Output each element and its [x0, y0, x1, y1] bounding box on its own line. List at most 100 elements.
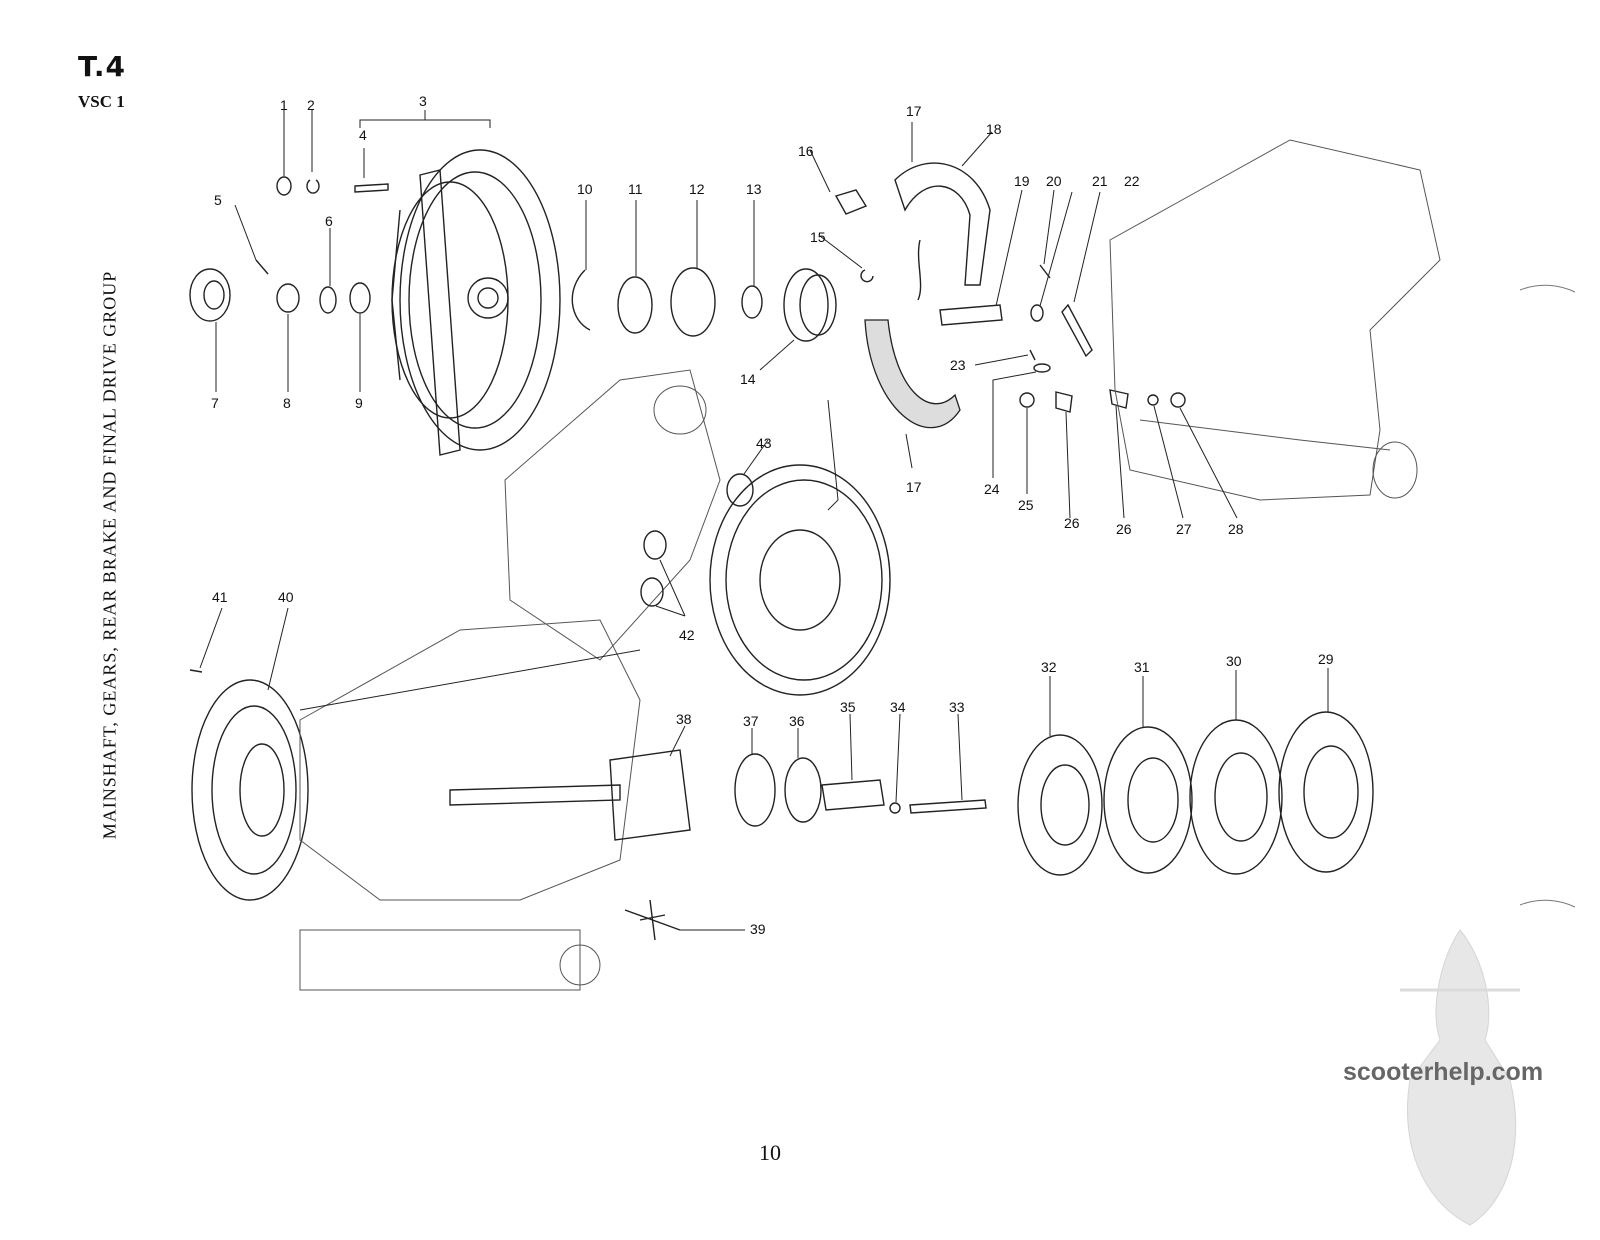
page-number: 10 — [759, 1140, 781, 1165]
bolt-25 — [1019, 392, 1035, 408]
part-label: 8 — [283, 395, 291, 411]
crankcase-outline-lower — [299, 619, 641, 991]
part-label: 39 — [750, 921, 766, 937]
mainshaft-38 — [449, 749, 691, 841]
part-label: 40 — [278, 589, 294, 605]
part-label: 37 — [743, 713, 759, 729]
punch-hole-mark — [1519, 284, 1576, 293]
brake-drum-hub — [391, 149, 561, 456]
screw-41 — [189, 669, 203, 673]
part-label: 10 — [577, 181, 593, 197]
part-label: 35 — [840, 699, 856, 715]
part-label: 19 — [1014, 173, 1030, 189]
circlip-15 — [860, 269, 874, 283]
part-label: 3 — [419, 93, 427, 109]
part-label: 34 — [890, 699, 906, 715]
nut-28 — [1170, 392, 1186, 408]
washer-2 — [306, 179, 320, 194]
part-label: 15 — [810, 229, 826, 245]
seal-42a — [643, 530, 667, 560]
part-label: 36 — [789, 713, 805, 729]
bush-35 — [821, 779, 885, 811]
gear-32 — [1017, 734, 1103, 876]
leader-lines — [199, 110, 1329, 931]
bearing-14 — [783, 268, 837, 342]
stud-4 — [354, 183, 389, 193]
part-label: 16 — [798, 143, 814, 159]
part-label: 24 — [984, 481, 1000, 497]
model-code: VSC 1 — [78, 92, 125, 111]
watermark-text: scooterhelp.com — [1343, 1058, 1544, 1086]
washer-6 — [319, 286, 337, 314]
part-label: 1 — [280, 97, 288, 113]
ring-37 — [734, 753, 776, 827]
part-label: 21 — [1092, 173, 1108, 189]
part-label: 26 — [1116, 521, 1132, 537]
washer-34 — [889, 802, 901, 814]
spacer-13 — [741, 285, 763, 319]
part-label: 29 — [1318, 651, 1334, 667]
part-label: 2 — [307, 97, 315, 113]
part-label: 20 — [1046, 173, 1062, 189]
gear-31 — [1103, 726, 1193, 874]
part-label: 26 — [1064, 515, 1080, 531]
gear-29 — [1278, 711, 1374, 873]
crown-wheel-40 — [191, 679, 309, 901]
part-label: 23 — [950, 357, 966, 373]
washer-27 — [1147, 394, 1159, 406]
part-label: 33 — [949, 699, 965, 715]
part-label: 27 — [1176, 521, 1192, 537]
crankcase-outline-upper — [1109, 139, 1441, 501]
part-label: 12 — [689, 181, 705, 197]
part-label: 5 — [214, 192, 222, 208]
gear-30 — [1189, 719, 1283, 875]
ring-36 — [784, 757, 822, 823]
part-number-labels: 1 2 3 4 5 6 7 8 9 10 11 12 13 14 15 16 1… — [211, 93, 1334, 937]
clip-16 — [834, 189, 868, 215]
washer-21 — [1030, 304, 1044, 322]
part-label: 6 — [325, 213, 333, 229]
part-label: 13 — [746, 181, 762, 197]
ring-nut-12 — [670, 267, 716, 337]
circlip-10 — [571, 269, 591, 331]
part-label: 4 — [359, 127, 367, 143]
part-label: 14 — [740, 371, 756, 387]
part-label: 28 — [1228, 521, 1244, 537]
part-label: 25 — [1018, 497, 1034, 513]
part-label: 32 — [1041, 659, 1057, 675]
punch-hole-mark — [1519, 899, 1576, 908]
brake-shoe-lower-17 — [864, 319, 961, 429]
table-id: T.4 — [78, 50, 126, 83]
brake-shoe-upper-17 — [894, 162, 991, 286]
oil-seal-11 — [617, 276, 653, 334]
cam-19 — [939, 304, 1003, 326]
crankcase-outline-middle — [504, 369, 721, 661]
seal-43 — [726, 473, 754, 507]
part-label: 7 — [211, 395, 219, 411]
part-label: 11 — [628, 181, 643, 197]
split-pin-5 — [255, 259, 269, 275]
spring-18 — [917, 239, 922, 301]
part-label: 22 — [1124, 173, 1140, 189]
pin-33 — [909, 799, 987, 814]
part-label: 17 — [906, 103, 922, 119]
watermark-scooter-image — [1400, 929, 1520, 1226]
part-label: 43 — [756, 435, 772, 451]
cone-9 — [349, 282, 371, 314]
pin-24 — [1033, 363, 1051, 373]
part-label: 38 — [676, 711, 692, 727]
pin-23 — [1029, 349, 1036, 361]
part-label: 30 — [1226, 653, 1242, 669]
nut-7 — [189, 268, 231, 322]
part-label: 17 — [906, 479, 922, 495]
nut-8 — [276, 283, 300, 313]
part-label: 31 — [1134, 659, 1150, 675]
part-label: 42 — [679, 627, 695, 643]
part-label: 9 — [355, 395, 363, 411]
part-label: 41 — [212, 589, 228, 605]
spider-39 — [624, 899, 681, 941]
part-label: 18 — [986, 121, 1002, 137]
plate-26a — [1055, 391, 1073, 413]
